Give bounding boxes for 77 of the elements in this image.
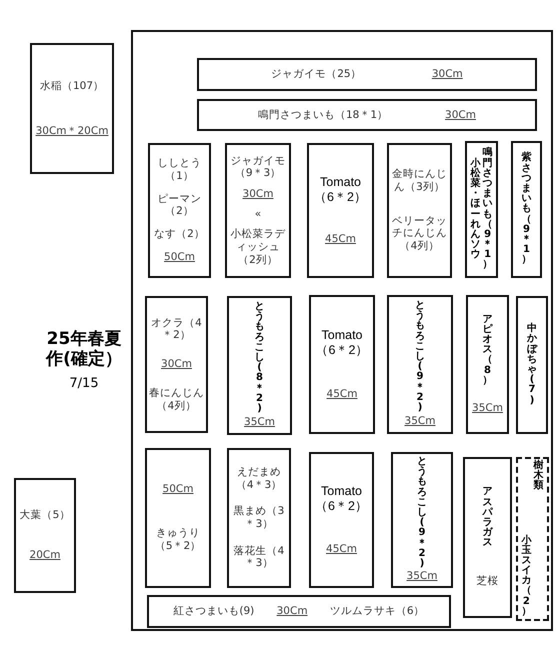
crop-label: きゅうり（5＊2） xyxy=(154,527,202,553)
crop-label: オクラ（4＊2） xyxy=(150,316,203,342)
garden-bed xyxy=(465,141,498,278)
date-label: 7/15 xyxy=(68,376,100,391)
spacing-label: 35Cm xyxy=(244,416,275,429)
spacing-label: 35Cm xyxy=(404,415,436,428)
crop-label: ベリータッチにんじん（4列） xyxy=(391,214,448,253)
garden-bed xyxy=(463,457,512,618)
crop-label: 芝桜 xyxy=(476,574,498,588)
garden-bed xyxy=(309,452,374,588)
garden-bed xyxy=(391,452,453,588)
field-plot xyxy=(131,30,553,631)
garden-bed xyxy=(148,143,211,278)
crop-label: ツルムラサキ（6） xyxy=(330,605,425,618)
crop-label: えだまめ（4＊3） xyxy=(234,466,284,492)
crop-label: とうもろこし(9＊2) xyxy=(414,301,426,414)
garden-bed xyxy=(307,143,374,278)
garden-bed xyxy=(145,448,211,588)
garden-bed xyxy=(466,295,509,434)
crop-label: « xyxy=(254,208,262,221)
garden-bed xyxy=(147,595,451,628)
garden-bed xyxy=(387,143,452,278)
garden-bed xyxy=(30,43,114,174)
spacing-label: 35Cm xyxy=(406,570,438,583)
crop-label: アスパラガス xyxy=(482,487,494,549)
crop-label: ピーマン（2） xyxy=(156,192,202,218)
spacing-label: 35Cm xyxy=(472,402,503,414)
garden-bed xyxy=(227,448,291,588)
crop-label: とうもろこし(8＊2) xyxy=(254,302,266,414)
garden-bed xyxy=(227,296,292,435)
crop-label: Tomato（6＊2） xyxy=(314,328,370,358)
spacing-label: 30Cm xyxy=(432,68,463,81)
crop-label: 鳴門さつまいも（18＊1） xyxy=(258,108,388,122)
crop-label: 中かぼちゃ(7) xyxy=(526,324,538,406)
crop-label: 小松菜ラディッシュ（2列） xyxy=(230,228,286,266)
crop-label: 紫さつまいも（9＊1） xyxy=(520,153,532,266)
crop-label: 大葉（5） xyxy=(20,509,70,522)
crop-label: Tomato（6＊2） xyxy=(314,484,369,514)
spacing-label: 45Cm xyxy=(326,542,357,556)
crop-label: 黒まめ（3＊3） xyxy=(232,505,286,531)
spacing-label: 30Cm xyxy=(276,605,308,618)
garden-bed xyxy=(309,295,375,434)
crop-label: 落花生（4＊3） xyxy=(232,544,286,570)
spacing-label: 45Cm xyxy=(325,233,356,246)
crop-label: 小松菜・ほーれんソウ xyxy=(470,158,482,260)
spacing-label: 30Cm xyxy=(445,108,476,122)
spacing-label: 20Cm xyxy=(30,549,60,562)
crop-label: アピオス（8） xyxy=(482,314,494,386)
spacing-label: 45Cm xyxy=(326,388,358,401)
plan-title: 25年春夏作(確定） xyxy=(44,330,123,370)
crop-label: 春にんじん（4列） xyxy=(149,387,204,412)
garden-bed xyxy=(511,141,542,278)
garden-bed xyxy=(225,143,291,278)
spacing-label: 50Cm xyxy=(162,483,194,496)
crop-label: とうもろこし(9＊2) xyxy=(416,457,428,570)
garden-bed xyxy=(516,457,549,621)
crop-label: なす（2） xyxy=(154,228,205,241)
spacing-label: 30Cm xyxy=(242,188,274,200)
crop-label: ジャガイモ（25） xyxy=(271,68,362,81)
crop-label: 樹木類 xyxy=(532,461,544,492)
garden-bed xyxy=(387,295,453,434)
spacing-label: 30Cm xyxy=(161,358,192,371)
crop-label: 鳴門さつまいも（9＊1） xyxy=(482,148,494,271)
crop-label: 金時にんじん（3列） xyxy=(391,168,448,194)
garden-bed xyxy=(197,99,537,131)
crop-label: ししとう（1） xyxy=(156,157,202,182)
crop-label: 紅さつまいも(9) xyxy=(173,605,254,618)
garden-bed xyxy=(516,296,548,434)
garden-bed xyxy=(145,296,208,433)
garden-bed xyxy=(14,478,76,593)
crop-label: ジャガイモ（9＊3） xyxy=(230,154,286,180)
crop-label: 小玉スイカ（2） xyxy=(520,536,532,617)
crop-label: 水稲（107） xyxy=(40,80,104,92)
spacing-label: 30Cm＊20Cm xyxy=(36,124,108,138)
spacing-label: 50Cm xyxy=(164,251,195,264)
crop-label: Tomato（6＊2） xyxy=(313,175,368,206)
garden-bed xyxy=(197,58,537,91)
